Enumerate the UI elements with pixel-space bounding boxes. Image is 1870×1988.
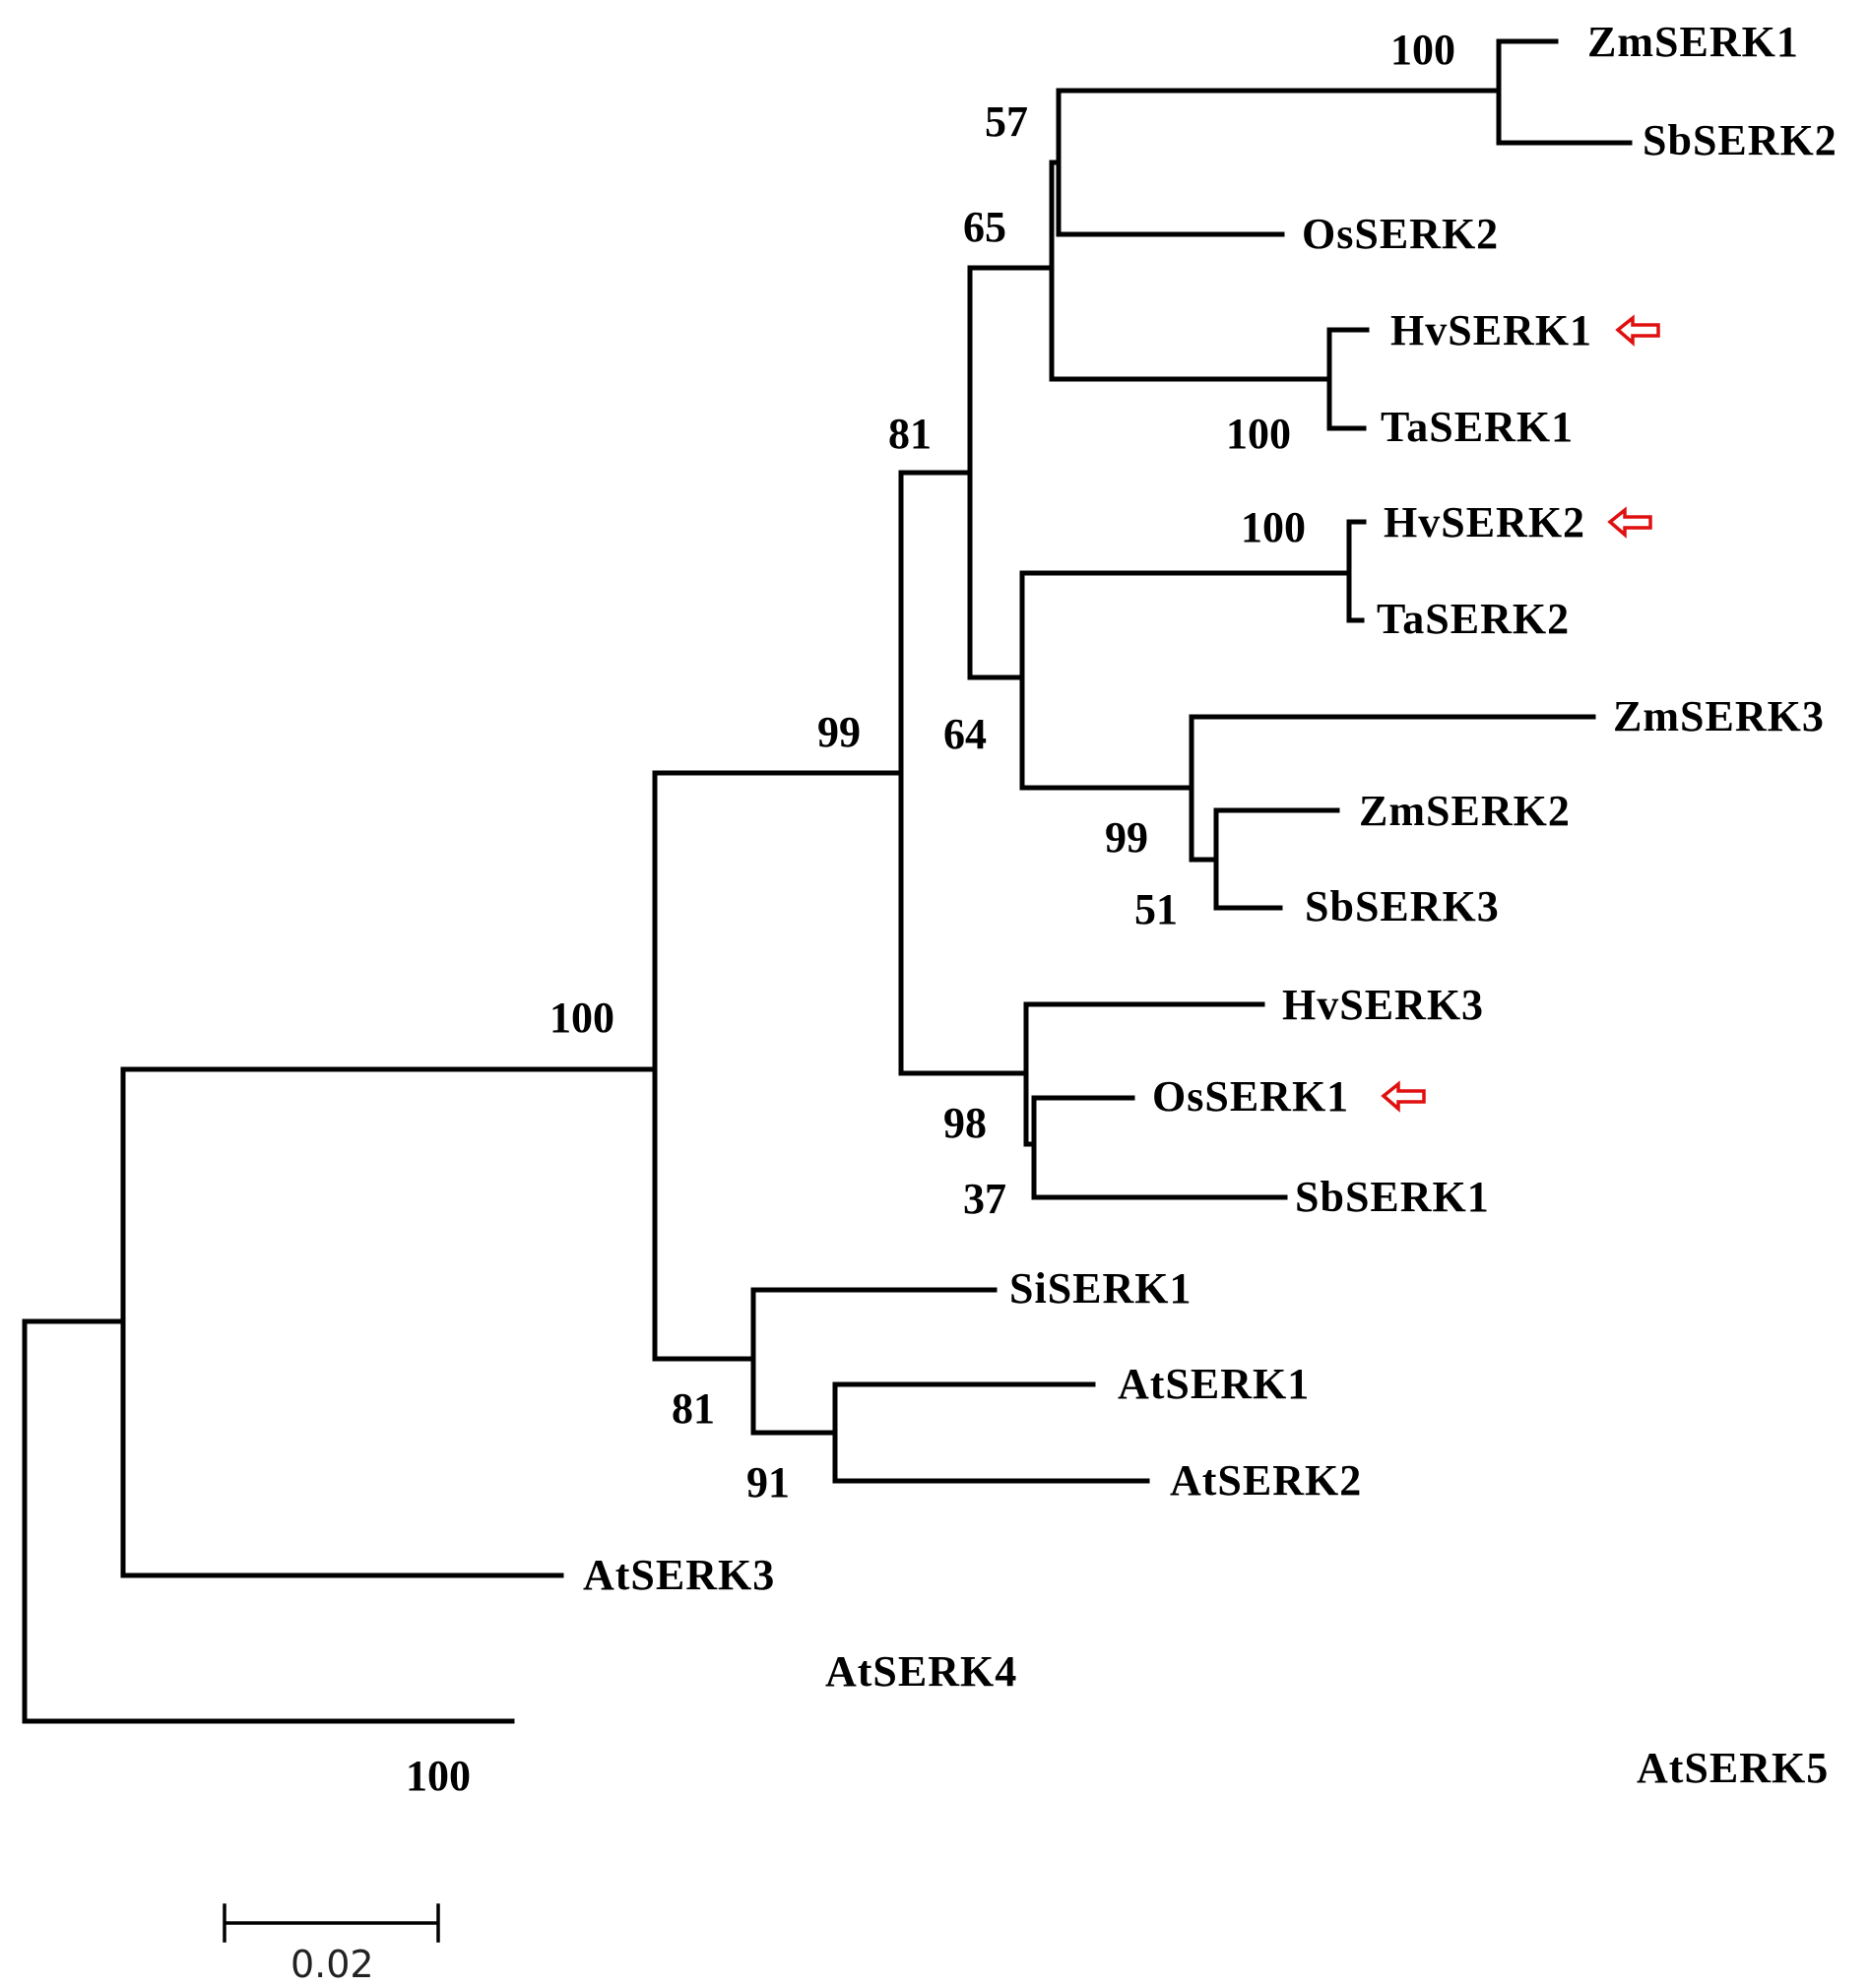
taxon-label: TaSERK2 [1377,595,1570,643]
bootstrap-value: 81 [672,1384,715,1433]
taxon-label: OsSERK2 [1302,210,1499,258]
branch-node-57 [1056,88,1502,237]
branch-node-os1-sb1 [1031,1095,1288,1200]
taxon-labels: ZmSERK1 SbSERK2 OsSERK2 HvSERK1 TaSERK1 … [583,18,1838,1792]
bootstrap-values: 100 57 65 100 81 100 64 99 51 99 98 37 1… [406,26,1455,1800]
branch-node-zm3-group [1189,714,1596,863]
bootstrap-value: 100 [406,1752,471,1800]
branch-node-serk12 [652,770,904,1362]
taxon-label: AtSERK3 [583,1551,775,1599]
bootstrap-value: 81 [888,410,932,458]
taxon-label: HvSERK1 [1390,306,1592,354]
left-arrow-icon [1381,1080,1426,1113]
taxon-label: AtSERK5 [1637,1744,1829,1792]
bootstrap-value: 100 [1241,503,1306,551]
taxon-label: SbSERK1 [1295,1173,1490,1221]
branch-root [22,1318,515,1724]
taxon-label: SiSERK1 [1009,1264,1193,1313]
taxon-label: AtSERK4 [825,1647,1017,1696]
branch-node-serk3-split [120,1066,658,1578]
taxon-label: AtSERK2 [1170,1456,1362,1505]
bootstrap-value: 99 [1105,813,1148,862]
taxon-label: HvSERK3 [1282,981,1484,1029]
taxon-label: OsSERK1 [1152,1072,1349,1121]
branch-node-64 [1019,570,1352,791]
bootstrap-value: 91 [746,1458,790,1507]
branch-node-at1-at2 [832,1381,1150,1484]
branch-node-dicot [750,1287,998,1436]
taxon-label: HvSERK2 [1384,498,1585,546]
bootstrap-value: 100 [1226,410,1291,458]
bootstrap-value: 37 [963,1175,1006,1223]
branch-node-hv2-ta2 [1346,519,1367,623]
tree-branches [22,38,1633,1943]
taxon-label: SbSERK3 [1305,882,1500,930]
branch-node-hv1-ta1 [1326,327,1370,431]
bootstrap-value: 65 [963,203,1006,251]
bootstrap-value: 51 [1134,885,1178,933]
branch-node-zm2-sb3 [1213,807,1340,911]
bootstrap-value: 100 [549,994,614,1042]
left-arrow-icon [1607,506,1652,539]
bootstrap-value: 100 [1390,26,1455,74]
taxon-label: AtSERK1 [1118,1360,1310,1408]
branch-node-zm1-sb2 [1496,38,1633,146]
taxon-label: SbSERK2 [1643,116,1838,164]
scale-bar-line [223,1903,440,1943]
branch-node-upper-grass [1049,160,1332,382]
bootstrap-value: 98 [943,1099,987,1147]
taxon-label: ZmSERK2 [1359,787,1571,835]
branch-node-monocot [898,470,1029,1076]
left-arrow-icon [1615,314,1660,347]
bootstrap-value: 64 [943,710,987,758]
highlight-arrows [1381,314,1660,1113]
scale-bar-label: 0.02 [290,1943,374,1986]
bootstrap-value: 57 [985,97,1028,146]
taxon-label: ZmSERK1 [1587,18,1799,66]
taxon-label: TaSERK1 [1381,403,1574,451]
branch-node-grass-core [967,265,1055,680]
taxon-label: ZmSERK3 [1613,692,1825,740]
bootstrap-value: 99 [817,708,861,756]
